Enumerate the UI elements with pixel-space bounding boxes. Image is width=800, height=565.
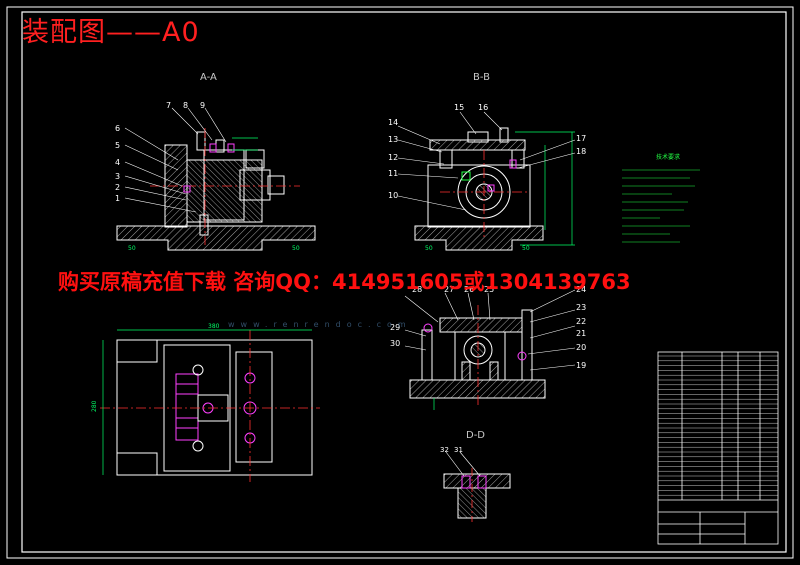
section-view-dd — [443, 451, 511, 522]
drawing-border-outer — [6, 6, 794, 559]
balloon-cc-22: 22 — [576, 317, 586, 326]
view-label-bb: B-B — [473, 72, 490, 83]
balloon-cc-30: 30 — [390, 339, 400, 348]
balloon-aa-6: 6 — [115, 124, 120, 133]
balloon-aa-4: 4 — [115, 158, 120, 167]
balloon-cc-27: 27 — [444, 285, 454, 294]
balloon-bb-18: 18 — [576, 147, 586, 156]
download-ad-banner: 购买原稿充值下载 咨询QQ：414951605或1304139763 — [58, 270, 631, 294]
balloon-bb-13: 13 — [388, 135, 398, 144]
balloon-bb-10: 10 — [388, 191, 398, 200]
balloon-aa-7: 7 — [166, 101, 171, 110]
drawing-border-inner — [21, 11, 787, 553]
technical-notes-title: 技术要求 — [656, 154, 681, 161]
balloon-cc-23: 23 — [576, 303, 586, 312]
parts-list-rows — [658, 355, 778, 496]
dim-aa-right: 50 — [292, 245, 300, 252]
balloon-aa-2: 2 — [115, 183, 120, 192]
section-view-bb — [397, 111, 576, 251]
balloon-bb-16: 16 — [478, 103, 488, 112]
balloon-bb-15: 15 — [454, 103, 464, 112]
balloon-bb-17: 17 — [576, 134, 586, 143]
balloon-bb-14: 14 — [388, 118, 398, 127]
balloon-bb-12: 12 — [388, 153, 398, 162]
balloon-bb-11: 11 — [388, 169, 398, 178]
dim-plan-width: 380 — [208, 323, 220, 330]
watermark: www.renrendoc.com — [228, 320, 412, 329]
section-view-cc — [404, 289, 576, 410]
technical-notes-lines — [622, 169, 700, 243]
balloon-cc-21: 21 — [576, 329, 586, 338]
balloon-aa-3: 3 — [115, 172, 120, 181]
section-view-aa — [116, 107, 316, 251]
dim-bb-left: 50 — [425, 245, 433, 252]
dim-plan-height: 280 — [91, 400, 98, 412]
parts-list-table — [657, 351, 779, 545]
balloon-aa-5: 5 — [115, 141, 120, 150]
balloon-cc-28: 28 — [412, 285, 422, 294]
balloon-aa-8: 8 — [183, 101, 188, 110]
balloon-cc-26: 26 — [464, 285, 474, 294]
dim-bb-right: 50 — [522, 245, 530, 252]
balloon-dd-32: 32 — [440, 446, 449, 454]
view-label-aa: A-A — [200, 72, 217, 83]
plan-view — [100, 329, 320, 482]
dim-aa-left: 50 — [128, 245, 136, 252]
balloon-cc-25: 25 — [484, 285, 494, 294]
balloon-cc-19: 19 — [576, 361, 586, 370]
balloon-cc-24: 24 — [576, 285, 586, 294]
balloon-cc-29: 29 — [390, 323, 400, 332]
balloon-cc-20: 20 — [576, 343, 586, 352]
balloon-aa-9: 9 — [200, 101, 205, 110]
balloon-dd-31: 31 — [454, 446, 463, 454]
view-label-dd: D-D — [466, 430, 486, 441]
balloon-aa-1: 1 — [115, 194, 120, 203]
drawing-title: 装配图——A0 — [22, 17, 200, 48]
